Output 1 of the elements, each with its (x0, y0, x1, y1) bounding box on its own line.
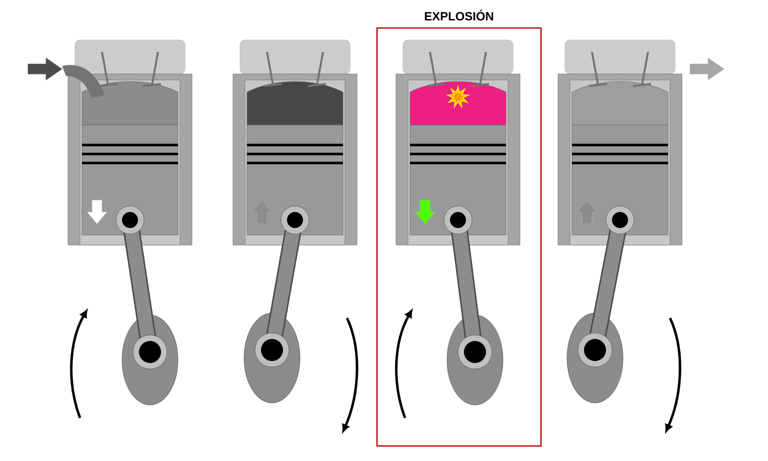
stroke-title: EXPLOSIÓN (424, 10, 494, 20)
